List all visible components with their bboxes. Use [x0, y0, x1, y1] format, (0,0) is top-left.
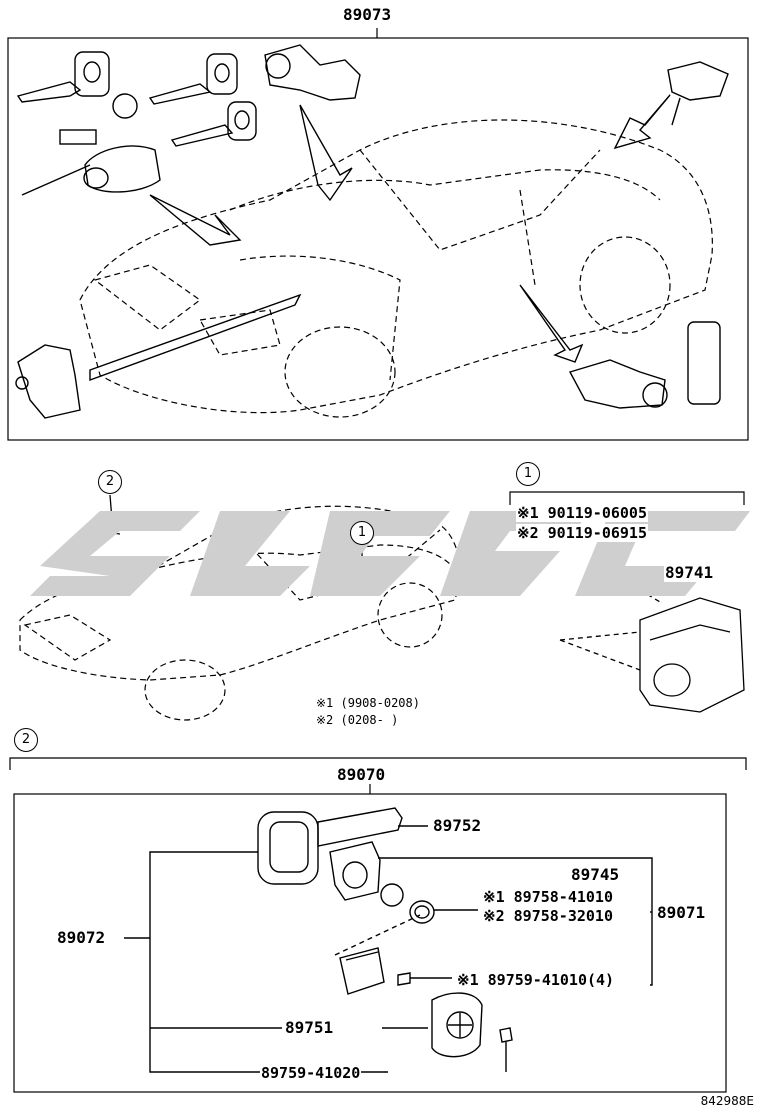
car-middle: [19, 505, 461, 721]
ecu-89741-label: 89741: [664, 563, 715, 582]
top-frame: [7, 37, 749, 441]
group-89072-label: 89072: [56, 928, 107, 947]
part-89752-label: 89752: [432, 816, 483, 835]
bottom-frame: [13, 793, 727, 1093]
section-2-bracket: [9, 757, 747, 770]
section-2-marker: 2: [14, 728, 38, 752]
part-89745-label: 89745: [570, 865, 621, 884]
bolt-90119-06915-label: ※2 90119-06915: [516, 524, 648, 542]
group-89071-label: 89071: [656, 903, 707, 922]
figure-code: 842988E: [700, 1094, 754, 1108]
group-89070-label: 89070: [336, 765, 387, 784]
part-89759-41010-label: ※1 89759-41010(4): [456, 971, 616, 989]
middle-parts: [103, 494, 745, 713]
part-89758-32010-label: ※2 89758-32010: [482, 907, 614, 925]
note-1: ※1 (9908-0208): [316, 696, 420, 710]
callout-1-marker: 1: [516, 462, 540, 486]
part-89758-41010-label: ※1 89758-41010: [482, 888, 614, 906]
callout-1-marker-car: 1: [350, 521, 374, 545]
bolt-90119-06005-label: ※1 90119-06005: [516, 504, 648, 522]
bottom-parts: [124, 807, 653, 1073]
part-89759-41020-label: 89759-41020: [260, 1064, 362, 1082]
callout-2-marker: 2: [98, 470, 122, 494]
part-89751-label: 89751: [284, 1018, 335, 1037]
car-top: [79, 119, 713, 418]
note-2: ※2 (0208- ): [316, 713, 399, 727]
part-89073-label: 89073: [342, 5, 393, 24]
top-parts: [15, 44, 729, 419]
callout-1-bracket: [509, 491, 745, 505]
